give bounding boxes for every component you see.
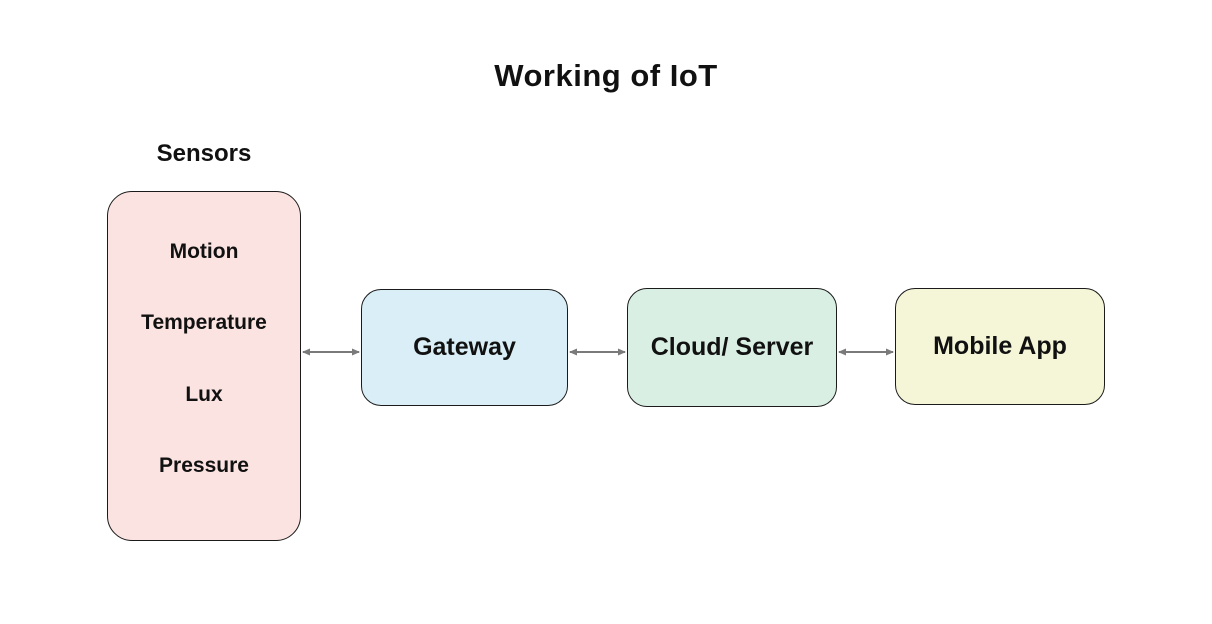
node-mobile-app-label: Mobile App (933, 332, 1067, 360)
node-gateway[interactable]: Gateway (361, 289, 568, 406)
sensors-group-label: Sensors (156, 140, 252, 167)
node-cloud-server-label: Cloud/ Server (650, 333, 814, 361)
node-gateway-label: Gateway (413, 333, 516, 361)
sensor-item-motion: Motion (169, 239, 239, 263)
node-mobile-app[interactable]: Mobile App (895, 288, 1105, 405)
node-sensors[interactable]: Motion Temperature Lux Pressure (107, 191, 301, 541)
node-cloud-server[interactable]: Cloud/ Server (627, 288, 837, 407)
diagram-title: Working of IoT (494, 58, 718, 93)
sensor-item-pressure: Pressure (159, 454, 249, 478)
sensor-item-temperature: Temperature (141, 311, 267, 335)
sensor-item-lux: Lux (185, 382, 223, 406)
